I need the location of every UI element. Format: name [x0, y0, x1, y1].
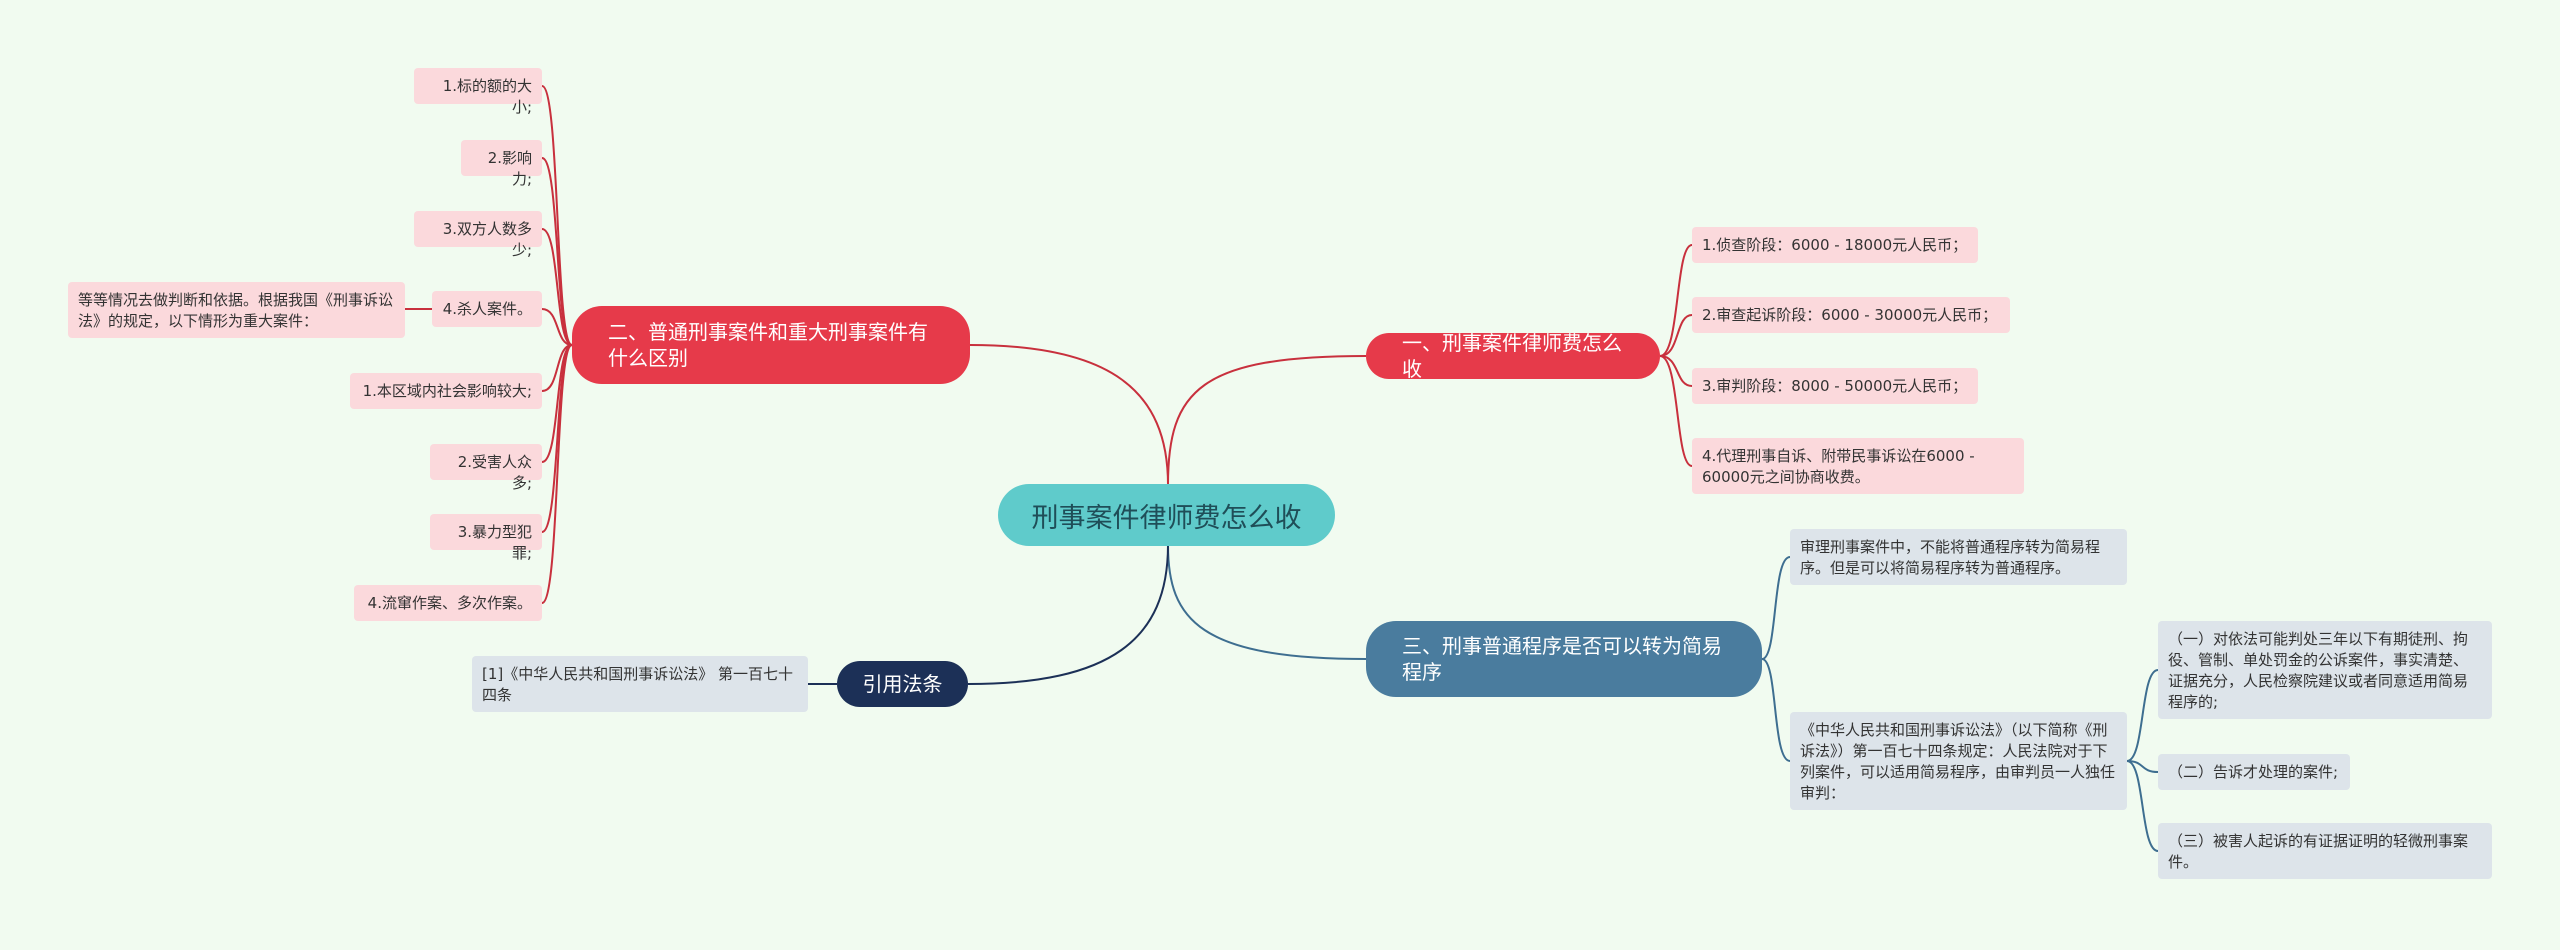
list-item[interactable]: 4.代理刑事自诉、附带民事诉讼在6000 - 60000元之间协商收费。 [1692, 438, 2024, 494]
list-item[interactable]: [1]《中华人民共和国刑事诉讼法》 第一百七十四条 [472, 656, 808, 712]
link-root-fees [1167, 355, 1367, 486]
link-root-law [967, 544, 1169, 685]
list-item[interactable]: 3.暴力型犯罪; [430, 514, 542, 562]
branch-fees[interactable]: 一、刑事案件律师费怎么收 [1366, 331, 1660, 381]
list-item[interactable]: 3.审判阶段：8000 - 50000元人民币； [1692, 368, 1978, 404]
list-item[interactable]: 2.影响力; [461, 140, 542, 188]
root-topic-label: 刑事案件律师费怎么收 [1031, 502, 1302, 534]
list-item[interactable]: 1.标的额的大小; [414, 68, 542, 116]
link-root-diff [969, 344, 1169, 486]
list-item[interactable]: 《中华人民共和国刑事诉讼法》（以下简称《刑诉法》）第一百七十四条规定：人民法院对… [1790, 712, 2127, 810]
branch-law-label: 引用法条 [862, 672, 943, 696]
branch-law[interactable]: 引用法条 [837, 661, 968, 707]
list-item[interactable]: 2.受害人众多; [430, 444, 542, 492]
list-item[interactable]: （一）对依法可能判处三年以下有期徒刑、拘役、管制、单处罚金的公诉案件，事实清楚、… [2158, 621, 2492, 719]
branch-procedure[interactable]: 三、刑事普通程序是否可以转为简易程序 [1366, 621, 1762, 697]
note-box[interactable]: 等等情况去做判断和依据。根据我国《刑事诉讼法》的规定，以下情形为重大案件： [68, 282, 405, 338]
list-item[interactable]: 1.侦查阶段：6000 - 18000元人民币； [1692, 227, 1978, 263]
list-item[interactable]: 3.双方人数多少; [414, 211, 542, 259]
branch-diff-label: 二、普通刑事案件和重大刑事案件有什么区别 [608, 320, 928, 370]
list-item[interactable]: （三）被害人起诉的有证据证明的轻微刑事案件。 [2158, 823, 2492, 879]
list-item[interactable]: 1.本区域内社会影响较大; [350, 373, 542, 409]
branch-procedure-label: 三、刑事普通程序是否可以转为简易程序 [1402, 634, 1722, 684]
list-item[interactable]: 审理刑事案件中，不能将普通程序转为简易程序。但是可以将简易程序转为普通程序。 [1790, 529, 2127, 585]
list-item[interactable]: 4.流窜作案、多次作案。 [354, 585, 542, 621]
link-root-procedure [1167, 544, 1367, 660]
root-topic[interactable]: 刑事案件律师费怎么收 [998, 484, 1335, 546]
branch-diff[interactable]: 二、普通刑事案件和重大刑事案件有什么区别 [572, 306, 970, 384]
list-item[interactable]: （二）告诉才处理的案件; [2158, 754, 2350, 790]
list-item[interactable]: 4.杀人案件。 [432, 291, 542, 327]
list-item[interactable]: 2.审查起诉阶段：6000 - 30000元人民币； [1692, 297, 2010, 333]
branch-fees-label: 一、刑事案件律师费怎么收 [1402, 331, 1622, 381]
